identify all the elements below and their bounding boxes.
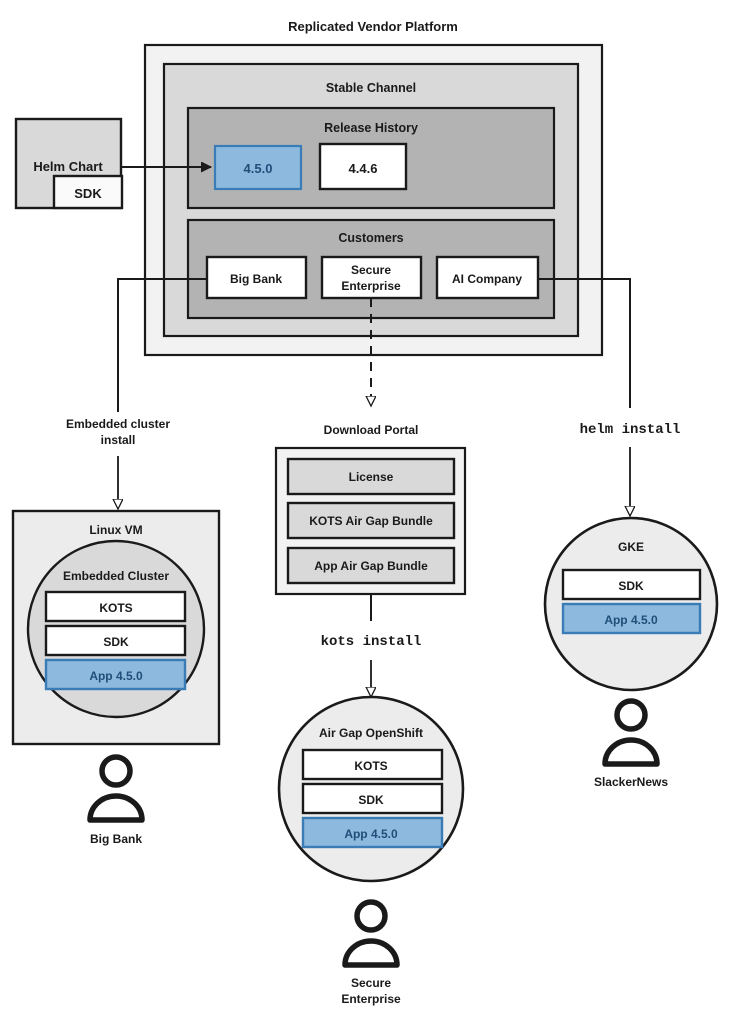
linux-vm-component-app[interactable] xyxy=(44,658,187,691)
gke-label: GKE xyxy=(618,540,644,554)
kots-install-label: kots install xyxy=(321,634,422,650)
download-portal-item-license-label: License xyxy=(349,470,394,484)
download-portal-item-app-bundle[interactable] xyxy=(286,546,456,585)
download-portal-item-kots-bundle-label: KOTS Air Gap Bundle xyxy=(309,514,433,528)
airgap-component-kots-label: KOTS xyxy=(354,759,387,773)
actor-label-slackernews: SlackerNews xyxy=(594,775,668,789)
download-portal-item-app-bundle-label: App Air Gap Bundle xyxy=(314,559,428,573)
release-card-previous[interactable] xyxy=(318,142,408,191)
airgap-component-sdk-label: SDK xyxy=(358,793,384,807)
download-portal-item-kots-bundle[interactable] xyxy=(286,501,456,540)
stable-channel-label: Stable Channel xyxy=(326,81,416,95)
linux-vm-component-app-label: App 4.5.0 xyxy=(89,669,143,683)
embedded-cluster-label: Embedded Cluster xyxy=(63,569,169,583)
airgap-component-sdk[interactable] xyxy=(301,782,444,815)
connector-big-bank-to-linux-vm xyxy=(117,278,207,412)
gke-component-sdk-label: SDK xyxy=(618,579,644,593)
linux-vm-component-kots[interactable] xyxy=(44,590,187,623)
release-card-current[interactable] xyxy=(213,144,303,191)
person-icon-secure-enterprise xyxy=(342,899,400,968)
release-version-current: 4.5.0 xyxy=(244,161,273,176)
gke-component-app[interactable] xyxy=(561,602,702,635)
customer-label-secure-enterprise-line1: Secure xyxy=(351,263,391,277)
linux-vm-label: Linux VM xyxy=(89,523,142,537)
customer-card-secure-enterprise[interactable] xyxy=(320,255,423,300)
airgap-openshift-label: Air Gap OpenShift xyxy=(319,726,423,740)
page-title: Replicated Vendor Platform xyxy=(288,19,458,34)
embedded-cluster-install-label-line2: install xyxy=(101,433,136,447)
customer-card-big-bank[interactable] xyxy=(205,255,308,300)
linux-vm-component-sdk[interactable] xyxy=(44,624,187,657)
linux-vm-component-kots-label: KOTS xyxy=(99,601,132,615)
download-portal-item-license[interactable] xyxy=(286,457,456,496)
helm-chart-label: Helm Chart xyxy=(33,159,103,174)
gke-component-app-label: App 4.5.0 xyxy=(604,613,658,627)
customer-card-ai-company[interactable] xyxy=(435,255,540,300)
customers-label: Customers xyxy=(338,231,403,245)
actor-label-big-bank: Big Bank xyxy=(90,832,142,846)
gke-component-sdk[interactable] xyxy=(561,568,702,601)
helm-chart-sdk-box[interactable] xyxy=(52,174,124,210)
release-history-label: Release History xyxy=(324,121,418,135)
actor-label-secure-enterprise-line1: Secure xyxy=(351,976,391,990)
linux-vm-component-sdk-label: SDK xyxy=(103,635,129,649)
customer-label-ai-company: AI Company xyxy=(452,272,522,286)
person-icon-big-bank xyxy=(87,754,145,823)
helm-chart-sdk-label: SDK xyxy=(74,186,102,201)
helm-install-label: helm install xyxy=(580,422,681,438)
airgap-component-kots[interactable] xyxy=(301,748,444,781)
download-portal-label: Download Portal xyxy=(324,423,419,437)
customer-label-big-bank: Big Bank xyxy=(230,272,282,286)
connector-ai-company-to-gke xyxy=(538,278,631,408)
actor-label-secure-enterprise-line2: Enterprise xyxy=(341,992,401,1006)
customer-label-secure-enterprise-line2: Enterprise xyxy=(341,279,401,293)
airgap-component-app[interactable] xyxy=(301,816,444,849)
release-version-previous: 4.4.6 xyxy=(349,161,378,176)
person-icon-slackernews xyxy=(602,698,660,767)
embedded-cluster-install-label-line1: Embedded cluster xyxy=(66,417,170,431)
airgap-component-app-label: App 4.5.0 xyxy=(344,827,398,841)
